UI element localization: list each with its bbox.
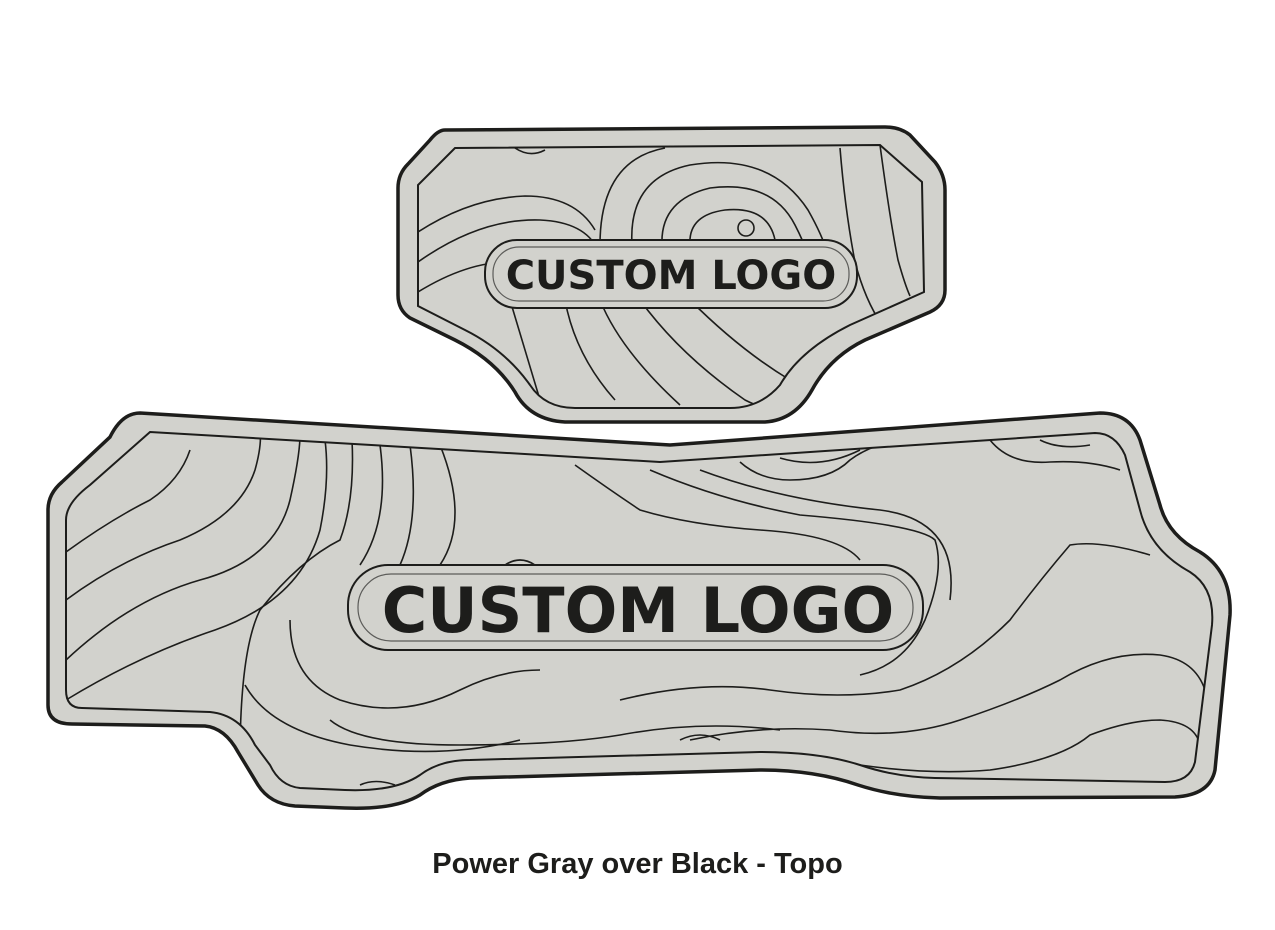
upper-logo-badge: CUSTOM LOGO <box>484 239 858 309</box>
lower-pad-inner <box>65 430 1214 792</box>
upper-pad: CUSTOM LOGO <box>396 125 947 424</box>
upper-logo-text: CUSTOM LOGO <box>506 253 837 299</box>
lower-logo-text: CUSTOM LOGO <box>382 574 894 647</box>
lower-topo-lines <box>66 432 1206 786</box>
lower-pad: CUSTOM LOGO <box>46 411 1232 810</box>
lower-logo-badge: CUSTOM LOGO <box>347 564 924 651</box>
product-caption: Power Gray over Black - Topo <box>432 848 843 880</box>
upper-pad-inner <box>417 143 926 409</box>
